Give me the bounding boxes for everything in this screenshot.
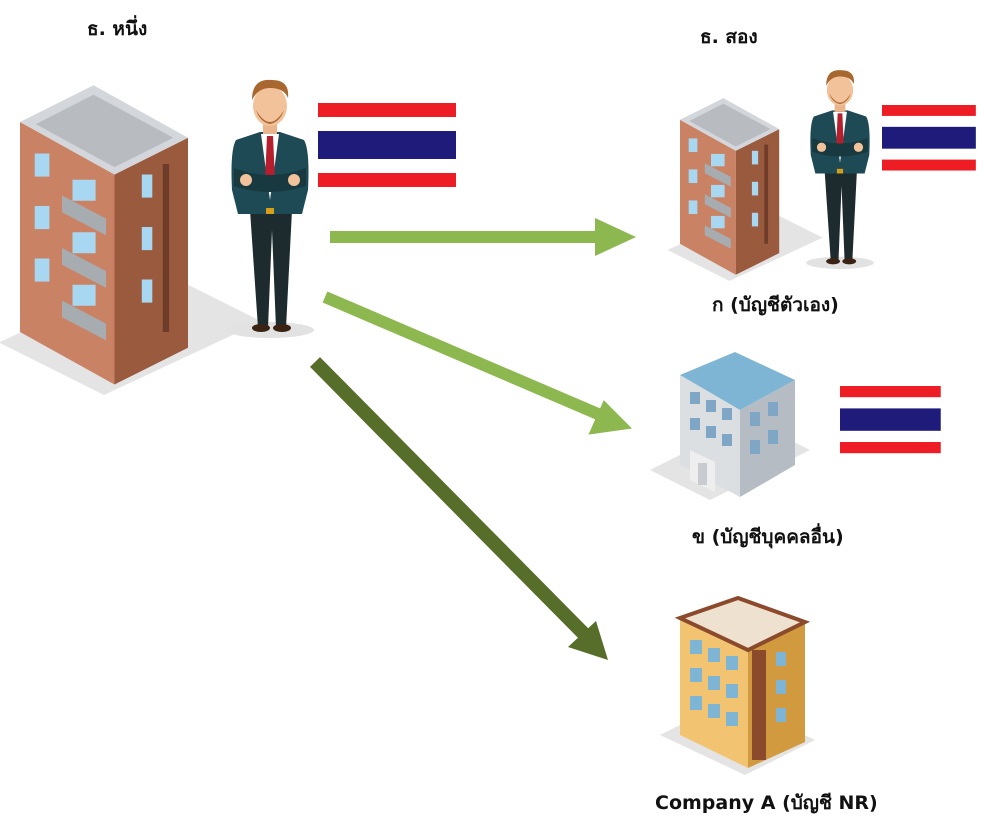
building-own-account-icon — [667, 98, 823, 281]
businessman-a-icon — [226, 79, 314, 339]
building-bank-one-icon — [0, 85, 262, 395]
bank-two-label: ธ. สอง — [700, 26, 758, 48]
thai-flag-icon — [318, 103, 456, 187]
bank-one-label: ธ. หนึ่ง — [87, 18, 148, 40]
other-account-label: ข (บัญชีบุคคลอื่น) — [692, 526, 844, 548]
arrow-to-own-account — [330, 218, 636, 256]
office-building-other-account-icon — [650, 352, 810, 500]
thai-flag-other-account-icon — [840, 386, 941, 454]
arrow-to-company-account — [310, 357, 608, 660]
arrow-to-other-account — [322, 291, 632, 435]
own-account-label: ก (บัญชีตัวเอง) — [712, 294, 839, 316]
thai-flag-own-account-icon — [882, 105, 976, 171]
company-account-label: Company A (บัญชี NR) — [655, 792, 878, 814]
company-building-icon — [660, 595, 815, 775]
